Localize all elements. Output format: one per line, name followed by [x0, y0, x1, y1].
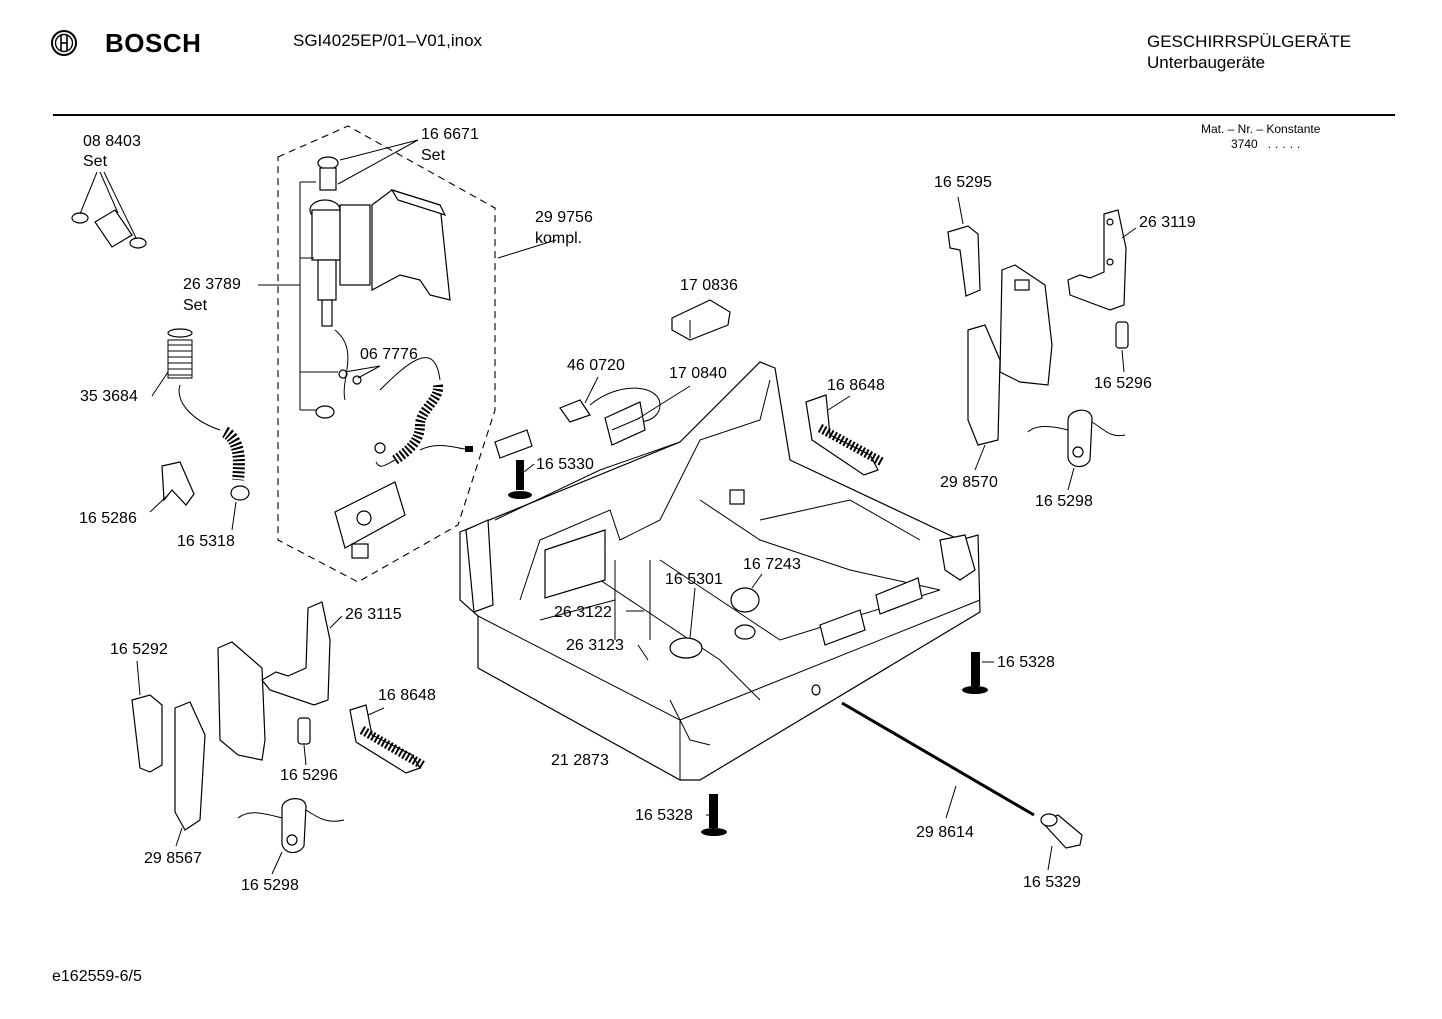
label-299756: 29 9756 — [535, 209, 593, 226]
label-168648-top: 16 8648 — [827, 377, 885, 394]
label-165296-right: 16 5296 — [1094, 375, 1152, 392]
label-165295: 16 5295 — [934, 174, 992, 191]
label-170836: 17 0836 — [680, 277, 738, 294]
foot-screw-right-part[interactable] — [962, 652, 988, 694]
label-212873: 21 2873 — [551, 752, 609, 769]
hinge-plate-left-part[interactable] — [217, 641, 266, 761]
hinge-spring-left-part[interactable] — [349, 704, 427, 774]
cable-pulley-left-part[interactable] — [237, 798, 345, 854]
label-165328-bottom: 16 5328 — [635, 807, 693, 824]
hinge-bracket-263115-part[interactable] — [261, 601, 331, 706]
mat-label: Mat. – Nr. – Konstante — [1201, 122, 1321, 136]
category-title: GESCHIRRSPÜLGERÄTE — [1147, 32, 1352, 51]
clip-left-part[interactable] — [297, 717, 311, 745]
connector-part[interactable] — [604, 401, 646, 446]
bosch-logo-icon — [51, 30, 77, 56]
label-167243: 16 7243 — [743, 556, 801, 573]
material-constant: Mat. – Nr. – Konstante 3740..... — [1201, 122, 1320, 152]
small-switch-part[interactable] — [494, 429, 533, 459]
mat-dots: ..... — [1267, 137, 1305, 151]
hose-clamp-set-part[interactable] — [71, 209, 147, 249]
label-460720: 46 0720 — [567, 357, 625, 374]
label-298614: 29 8614 — [916, 824, 974, 841]
label-298570: 29 8570 — [940, 474, 998, 491]
hinge-plate-right-part[interactable] — [999, 264, 1053, 386]
label-165301: 16 5301 — [665, 571, 723, 588]
leader-lines — [79, 139, 1137, 875]
label-165298-right: 16 5298 — [1035, 493, 1093, 510]
label-263115: 26 3115 — [345, 606, 402, 623]
label-299756-kompl: kompl. — [535, 230, 582, 247]
spring-sleeve-part[interactable] — [167, 328, 193, 379]
hose-holder-part[interactable] — [161, 461, 195, 506]
drain-hose-part[interactable] — [178, 384, 250, 501]
kit-dashed-outline — [277, 125, 496, 583]
label-298567: 29 8567 — [144, 850, 202, 867]
diagram-code: e162559-6/5 — [52, 968, 142, 985]
category-subtitle: Unterbaugeräte — [1147, 53, 1266, 72]
label-165296-left: 16 5296 — [280, 767, 338, 784]
model-number: SGI4025EP/01–V01,inox — [293, 31, 483, 50]
header-divider — [53, 114, 1395, 116]
inlet-valve-part[interactable] — [309, 156, 451, 419]
brand-name: BOSCH — [105, 28, 202, 58]
label-165330: 16 5330 — [536, 456, 594, 473]
label-263122: 26 3122 — [554, 604, 612, 621]
mat-value: 3740 — [1231, 137, 1258, 151]
base-tub-part[interactable] — [459, 361, 981, 781]
label-263119: 26 3119 — [1139, 214, 1196, 231]
adjuster-part[interactable] — [1040, 813, 1083, 849]
label-165286: 16 5286 — [79, 510, 137, 527]
screw-part[interactable] — [508, 460, 532, 499]
label-168648-bottom: 16 8648 — [378, 687, 436, 704]
label-165298-left: 16 5298 — [241, 877, 299, 894]
bracket-cover-part[interactable] — [947, 225, 981, 297]
mounting-plate-part[interactable] — [334, 481, 406, 559]
hinge-arm-left-part[interactable] — [174, 701, 206, 831]
label-353684: 35 3684 — [80, 388, 138, 405]
label-088403-set: Set — [83, 153, 108, 170]
label-263123: 26 3123 — [566, 637, 624, 654]
foot-screw-bottom-part[interactable] — [701, 794, 727, 836]
bracket-cover-left-part[interactable] — [131, 694, 163, 773]
label-088403: 08 8403 — [83, 133, 141, 150]
label-165292: 16 5292 — [110, 641, 168, 658]
hinge-arm-right-part[interactable] — [967, 324, 1001, 446]
label-067776: 06 7776 — [360, 346, 418, 363]
label-263789-set: Set — [183, 297, 208, 314]
label-166671-set: Set — [421, 147, 446, 164]
cap-part[interactable] — [671, 299, 731, 341]
cable-pulley-right-part[interactable] — [1027, 409, 1126, 468]
clip-right-part[interactable] — [1115, 321, 1129, 349]
coiled-hose-part[interactable] — [334, 329, 473, 467]
category-block: GESCHIRRSPÜLGERÄTE Unterbaugeräte — [1147, 31, 1351, 73]
label-165329: 16 5329 — [1023, 874, 1081, 891]
label-166671: 16 6671 — [421, 126, 479, 143]
label-165328-right: 16 5328 — [997, 654, 1055, 671]
label-263789: 26 3789 — [183, 276, 241, 293]
rod-part[interactable] — [841, 701, 1035, 817]
hinge-spring-part[interactable] — [805, 394, 885, 476]
hinge-bracket-263119-part[interactable] — [1067, 209, 1127, 311]
label-165318: 16 5318 — [177, 533, 235, 550]
label-170840: 17 0840 — [669, 365, 727, 382]
